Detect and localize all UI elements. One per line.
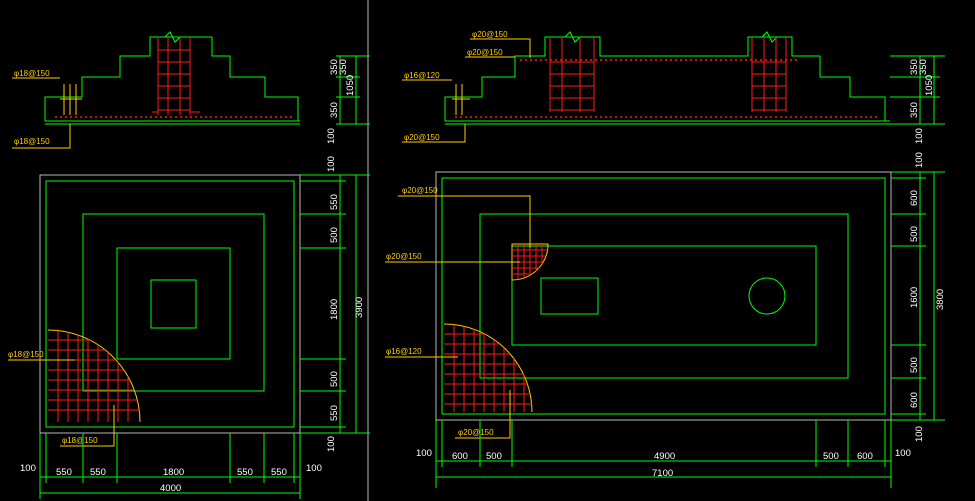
right-footing-profile	[444, 36, 886, 121]
left-section-leader-top: φ18@150	[12, 69, 82, 115]
left-plan-view: φ18@150 φ18@150 100 550 500 1800 500 550…	[8, 156, 370, 499]
right-plan-label-mesh-x: φ16@120	[386, 347, 422, 356]
right-section-label-bottom: φ20@150	[404, 133, 440, 142]
right-plan-dim-pad-r: 100	[895, 448, 911, 459]
left-dim-total: 1050	[345, 75, 356, 96]
right-plan-mesh-1	[512, 244, 548, 280]
left-plan-dim-a: 550	[329, 194, 340, 210]
right-plan-label-corner-top: φ20@150	[402, 186, 438, 195]
left-column-rebar	[152, 37, 200, 115]
left-plan-dim-total-h: 4000	[160, 483, 181, 494]
right-plan-dims-bottom: 100 600 500 4900 500 600 100 7100	[416, 420, 911, 488]
left-plan-dim-pad-r: 100	[306, 463, 322, 474]
right-section-view: φ20@150 φ20@150 φ16@120 φ20@150 350 350 …	[402, 30, 945, 144]
right-plan-mesh-arc-2	[443, 323, 533, 413]
left-plan-leader-x: φ18@150	[8, 350, 75, 361]
right-plan-leaders: φ20@150 φ20@150 φ16@120 φ20@150	[385, 186, 531, 439]
left-plan-dim-pad-l: 100	[20, 463, 36, 474]
right-plan-dim-total-v: 3800	[935, 289, 946, 310]
left-dim-base: 350	[329, 102, 340, 118]
right-plan-dim-e: 600	[909, 392, 920, 408]
left-plan-leader-y: φ18@150	[60, 405, 115, 447]
left-dim-step2: 350	[338, 59, 349, 75]
left-section-dims: 350 350 1050 350 100	[326, 55, 370, 144]
left-plan-outline	[45, 180, 295, 428]
right-plan-mesh-arc-1	[511, 243, 549, 281]
left-plan-dim-b-c: 1800	[163, 467, 184, 478]
left-plan-label-y: φ18@150	[62, 436, 98, 445]
right-plan-mesh-2	[444, 324, 532, 412]
left-plan-dim-b-b: 550	[90, 467, 106, 478]
left-plan-dim-total-v: 3900	[354, 297, 365, 318]
right-plan-view: φ20@150 φ20@150 φ16@120 φ20@150 100 600 …	[385, 152, 946, 488]
right-plan-outline	[441, 177, 886, 415]
right-column-rebar-1	[549, 37, 595, 112]
right-plan-dim-bottom-pad: 100	[914, 426, 925, 442]
left-section-view: φ18@150 φ18@150 350 350 1050 350 100	[12, 31, 370, 149]
left-plan-dim-b: 500	[329, 227, 340, 243]
left-plan-column	[150, 279, 197, 329]
left-dim-pad: 100	[326, 128, 337, 144]
right-plan-column-2	[748, 277, 786, 315]
left-plan-dim-bottom-pad: 100	[326, 436, 337, 452]
left-plan-dims-bottom: 100 550 550 1800 550 550 100 4000	[20, 433, 322, 499]
left-plan-dim-e: 550	[329, 405, 340, 421]
right-dim-step1: 350	[909, 59, 920, 75]
right-plan-dim-b: 500	[909, 226, 920, 242]
right-plan-dim-a: 600	[909, 190, 920, 206]
right-plan-dim-pad-l: 100	[416, 448, 432, 459]
right-plan-column-1	[540, 277, 599, 315]
right-plan-dim-c: 1600	[909, 287, 920, 308]
right-plan-label-mesh-y: φ20@150	[458, 428, 494, 437]
right-plan-label-corner-mid: φ20@150	[386, 252, 422, 261]
left-plan-mesh	[48, 330, 140, 422]
right-plan-dim-b-d: 500	[823, 451, 839, 462]
left-section-label-top: φ18@150	[14, 69, 50, 78]
right-plan-dim-top-pad: 100	[914, 152, 925, 168]
left-section-leader-bottom: φ18@150	[12, 124, 71, 149]
left-plan-dim-d: 500	[329, 371, 340, 387]
right-plan-dim-b-e: 600	[857, 451, 873, 462]
left-plan-dim-c: 1800	[329, 299, 340, 320]
right-dim-total: 1050	[924, 75, 935, 96]
left-dim-step1: 350	[329, 59, 340, 75]
right-section-leaders: φ20@150 φ20@150 φ16@120 φ20@150	[402, 30, 531, 143]
right-section-label-side: φ16@120	[404, 71, 440, 80]
right-plan-dim-b-c: 4900	[654, 451, 675, 462]
left-plan-dims-right: 100 550 500 1800 500 550 100 3900	[300, 156, 370, 452]
left-plan-dim-b-e: 550	[271, 467, 287, 478]
right-dim-base: 350	[909, 102, 920, 118]
right-plan-pad	[435, 171, 892, 421]
left-plan-label-x: φ18@150	[8, 350, 44, 359]
right-dim-pad: 100	[914, 128, 925, 144]
right-plan-dims-right: 100 600 500 1600 500 600 100 3800	[891, 152, 946, 442]
left-plan-dim-top-pad: 100	[326, 156, 337, 172]
left-section-label-bottom: φ18@150	[14, 137, 50, 146]
right-plan-dim-b-a: 600	[452, 451, 468, 462]
right-section-label-top1: φ20@150	[472, 30, 508, 39]
right-plan-dim-b-b: 500	[486, 451, 502, 462]
left-plan-dim-b-a: 550	[56, 467, 72, 478]
right-section-dims: 350 350 1050 350 100	[890, 55, 945, 144]
right-dim-step2: 350	[918, 59, 929, 75]
left-plan-mesh-arc	[47, 329, 141, 423]
right-plan-dim-total-h: 7100	[652, 468, 673, 479]
right-column-rebar-2	[751, 37, 787, 112]
right-section-label-top2: φ20@150	[467, 48, 503, 57]
right-plan-dim-d: 500	[909, 357, 920, 373]
left-plan-dim-b-d: 550	[237, 467, 253, 478]
left-plan-pad	[39, 174, 301, 434]
